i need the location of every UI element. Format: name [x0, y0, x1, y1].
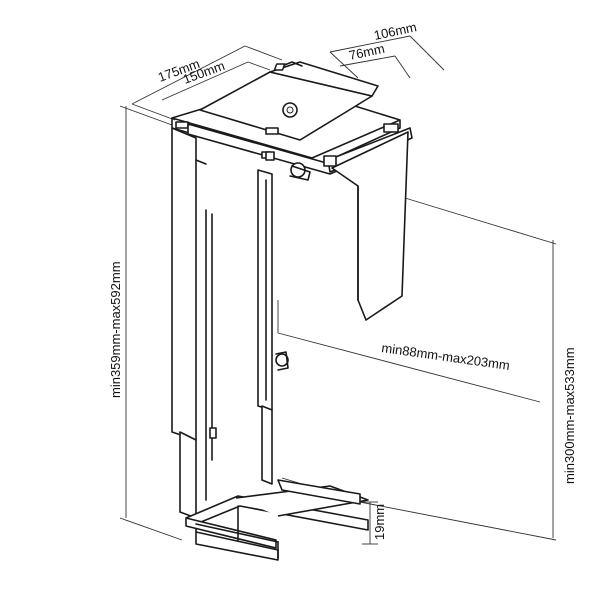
label-pc-height-range: min300mm-max533mm — [562, 347, 577, 484]
holder-drawing — [171, 61, 413, 561]
label-width-range: min88mm-max203mm — [381, 340, 511, 373]
label-top-inner-width: 76mm — [348, 41, 386, 63]
label-foot-height: 19mm — [372, 504, 387, 540]
dimension-labels: 106mm 76mm 175mm 150mm min359mm-max592mm… — [108, 19, 577, 540]
label-total-height: min359mm-max592mm — [108, 261, 123, 398]
